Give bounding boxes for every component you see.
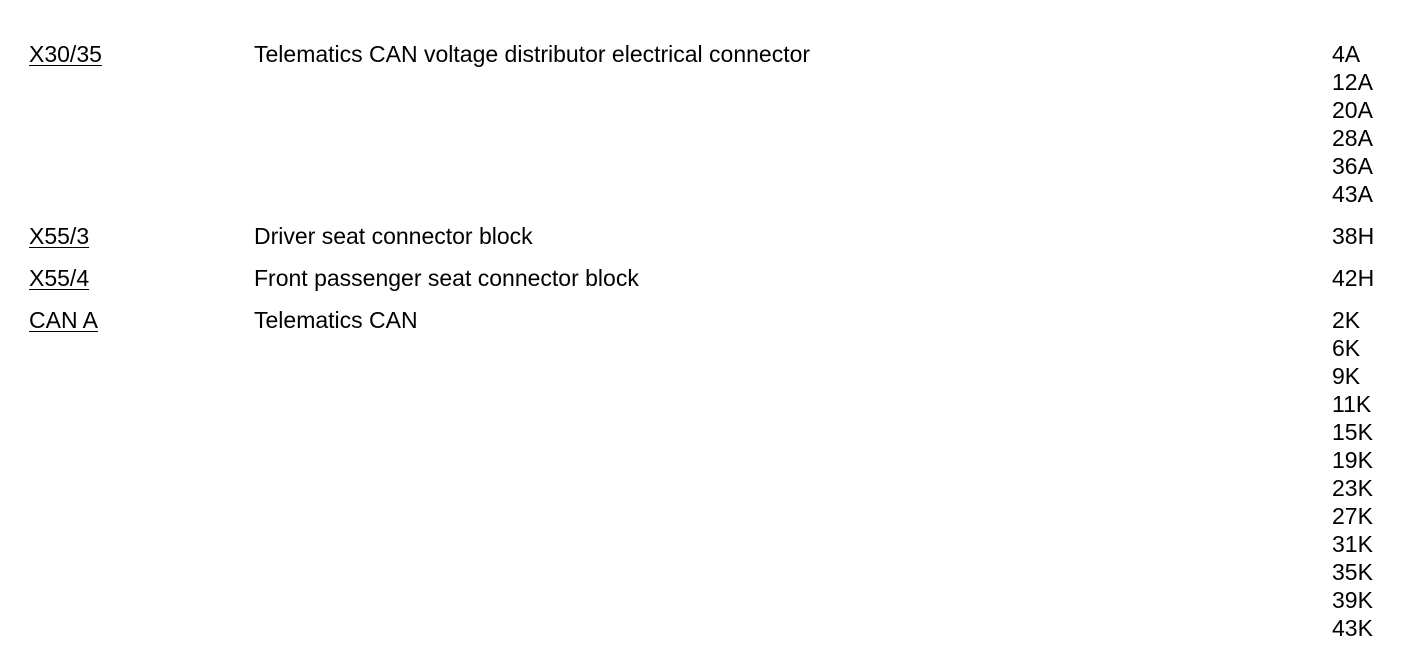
grid-reference: 39K [1332, 587, 1373, 613]
grid-reference: 2K [1332, 307, 1361, 333]
grid-reference: 15K [1332, 419, 1373, 445]
grid-reference: 12A [1332, 69, 1373, 95]
grid-reference-list: 42H [1332, 264, 1374, 292]
grid-reference-list: 2K 6K 9K 11K 15K 19K 23K 27K 31K 35K 39K… [1332, 306, 1373, 642]
grid-reference: 11K [1332, 391, 1372, 417]
component-code-link[interactable]: X55/4 [29, 265, 90, 291]
grid-reference: 43K [1332, 615, 1373, 641]
component-description: Telematics CAN [254, 307, 418, 333]
grid-reference: 20A [1332, 97, 1373, 123]
grid-reference: 43A [1332, 181, 1373, 207]
grid-reference: 38H [1332, 223, 1375, 249]
component-code-link[interactable]: CAN A [29, 307, 99, 333]
grid-reference: 4A [1332, 41, 1361, 67]
table-row: X55/3 Driver seat connector block 38H [0, 222, 1408, 250]
grid-reference-list: 38H [1332, 222, 1374, 250]
grid-reference: 36A [1332, 153, 1373, 179]
grid-reference: 28A [1332, 125, 1373, 151]
grid-reference: 35K [1332, 559, 1373, 585]
component-description: Telematics CAN voltage distributor elect… [254, 41, 811, 67]
grid-reference: 42H [1332, 265, 1375, 291]
grid-reference: 6K [1332, 335, 1361, 361]
component-description: Driver seat connector block [254, 223, 533, 249]
grid-reference: 19K [1332, 447, 1373, 473]
component-description: Front passenger seat connector block [254, 265, 639, 291]
grid-reference-list: 4A 12A 20A 28A 36A 43A [1332, 40, 1373, 208]
grid-reference: 31K [1332, 531, 1373, 557]
component-code-link[interactable]: X55/3 [29, 223, 90, 249]
table-row: X55/4 Front passenger seat connector blo… [0, 264, 1408, 292]
table-row: X30/35 Telematics CAN voltage distributo… [0, 40, 1408, 208]
table-row: CAN A Telematics CAN 2K 6K 9K 11K 15K 19… [0, 306, 1408, 642]
grid-reference: 9K [1332, 363, 1361, 389]
component-code-link[interactable]: X30/35 [29, 41, 102, 67]
grid-reference: 27K [1332, 503, 1373, 529]
grid-reference: 23K [1332, 475, 1373, 501]
